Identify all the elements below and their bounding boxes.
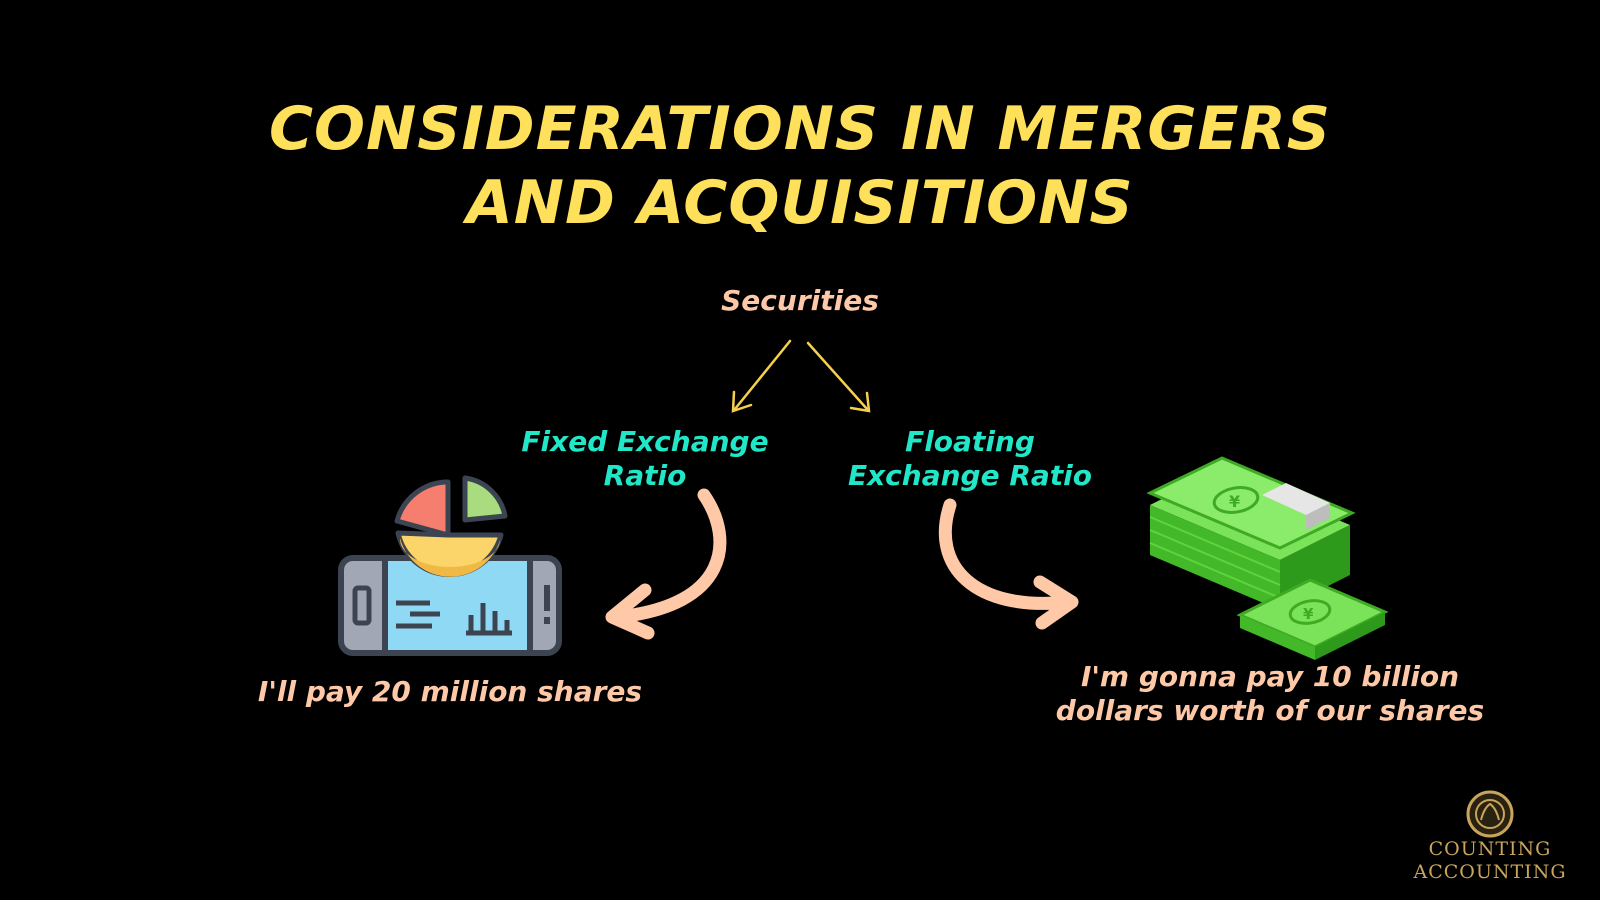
title-line-1: CONSIDERATIONS IN MERGERS	[268, 94, 1332, 164]
caption-fixed: I'll pay 20 million shares	[257, 675, 643, 708]
branch-fixed-line-2: Ratio	[603, 459, 687, 492]
curved-arrow-left	[605, 488, 727, 640]
logo-line-1: COUNTING	[1428, 838, 1552, 860]
caption-floating: I'm gonna pay 10 billion dollars worth o…	[1040, 660, 1500, 728]
svg-text:¥: ¥	[1303, 605, 1314, 623]
root-node-securities: Securities	[721, 284, 879, 317]
arrow-to-floating	[806, 341, 871, 413]
caption-floating-line-1: I'm gonna pay 10 billion	[1080, 660, 1460, 693]
branch-fixed-line-1: Fixed Exchange	[521, 425, 769, 458]
title-line-2: AND ACQUISITIONS	[466, 168, 1134, 238]
caption-floating-line-2: dollars worth of our shares	[1055, 694, 1485, 727]
logo-wordmark: COUNTING ACCOUNTING	[1400, 838, 1580, 884]
svg-text:¥: ¥	[1229, 492, 1240, 511]
curved-arrow-right	[938, 498, 1079, 630]
branch-floating-line-2: Exchange Ratio	[847, 459, 1092, 492]
page-title: CONSIDERATIONS IN MERGERS AND ACQUISITIO…	[0, 92, 1600, 240]
branch-fixed-exchange-ratio: Fixed Exchange Ratio	[515, 425, 775, 493]
branch-floating-exchange-ratio: Floating Exchange Ratio	[845, 425, 1095, 493]
arrow-to-fixed	[731, 339, 792, 413]
branch-floating-line-1: Floating	[905, 425, 1035, 458]
logo-line-2: ACCOUNTING	[1413, 861, 1567, 883]
